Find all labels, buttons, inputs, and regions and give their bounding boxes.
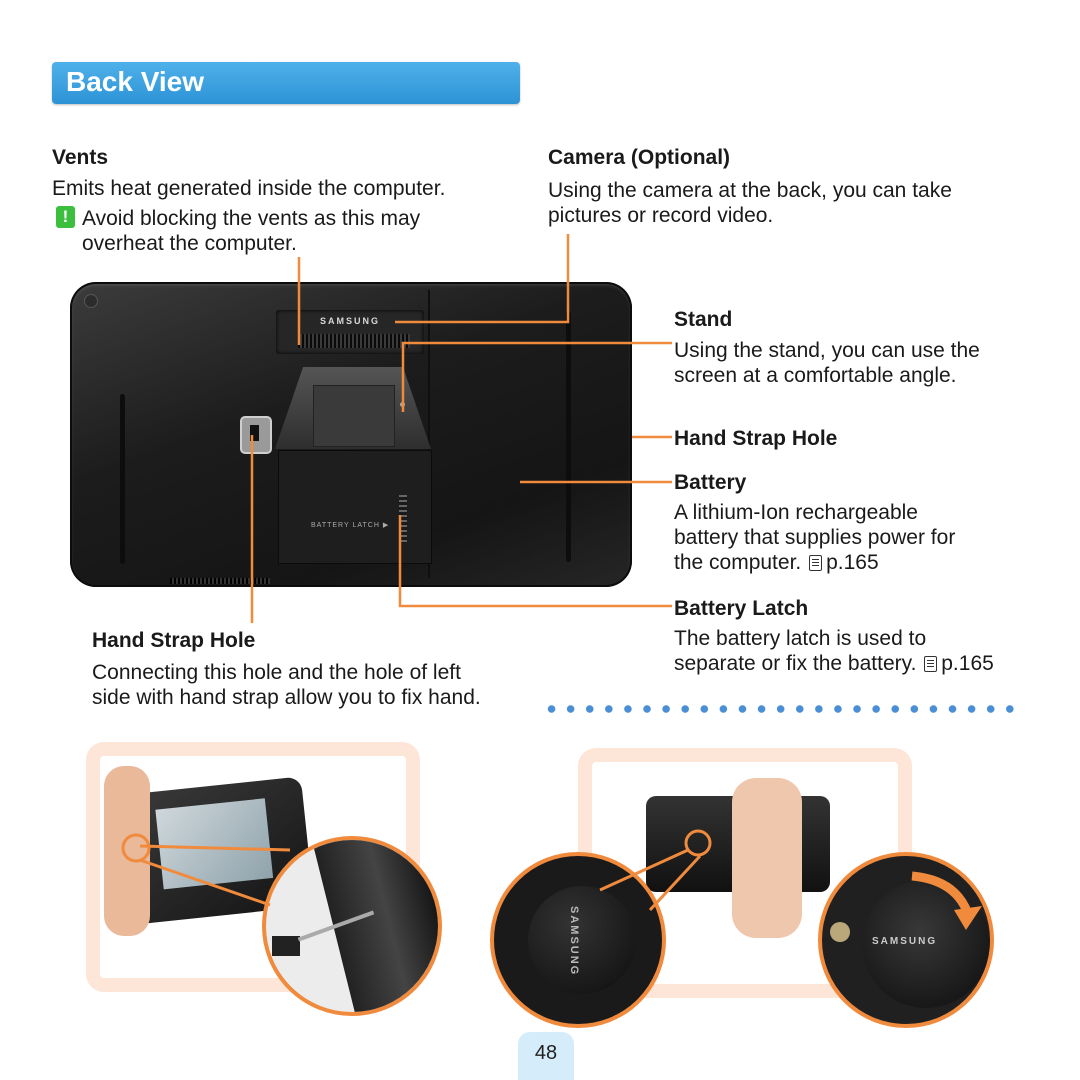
strap-cap-icon: SAMSUNG (528, 886, 636, 994)
step-1-zoom (262, 836, 442, 1016)
hand-strap-photo (578, 748, 912, 998)
camera-desc-line1: Using the camera at the back, you can ta… (548, 179, 952, 202)
vents-note-line1: Avoid blocking the vents as this may (82, 207, 421, 230)
stand-desc-line1: Using the stand, you can use the (674, 339, 980, 362)
battery-latch-callout (398, 515, 672, 608)
vents-title: Vents (52, 146, 109, 169)
vent-area: SAMSUNG (276, 310, 424, 354)
device-back-view: SAMSUNG BATTERY LATCH ▶ (70, 282, 632, 587)
battery-latch-switch[interactable] (399, 495, 407, 543)
section-title: Back View (66, 66, 205, 97)
hand-strap-hole-right-title: Hand Strap Hole (674, 427, 838, 450)
stand-callout (401, 341, 672, 412)
battery-desc-line3: the computer. (674, 551, 802, 574)
section-title-banner: Back View (52, 62, 520, 104)
battery-latch-title: Battery Latch (674, 597, 809, 620)
hand-photo (104, 766, 150, 936)
corner-screw-icon (84, 294, 98, 308)
stand (275, 367, 431, 449)
strap-cap-rotated-icon: SAMSUNG (862, 880, 990, 1008)
bottom-vent (170, 578, 270, 584)
step-2-zoom: SAMSUNG (490, 852, 666, 1028)
battery-latch-page-ref[interactable]: p.165 (941, 652, 994, 675)
stand-desc-line2: screen at a comfortable angle. (674, 364, 957, 387)
brand-label: SAMSUNG (320, 316, 381, 326)
zoom-source-ring (684, 829, 712, 857)
page-reference-icon (809, 555, 823, 571)
hand-strap-slot (250, 425, 259, 441)
vent-grille (298, 334, 410, 348)
warning-icon: ! (56, 206, 75, 228)
page-number-tab: 48 (518, 1032, 574, 1080)
page-number: 48 (534, 1042, 558, 1064)
battery-latch-desc-line1: The battery latch is used to (674, 627, 927, 650)
battery-desc-line3-row: the computer. p.165 (674, 550, 879, 575)
zoom-source-ring (121, 833, 151, 863)
zoom-line (139, 844, 291, 852)
screw-icon (830, 922, 850, 942)
battery-desc-line2: battery that supplies power for (674, 526, 956, 549)
stand-bracket (313, 385, 395, 447)
rotate-arrowhead-icon (954, 906, 982, 930)
hand-photo (732, 778, 802, 938)
left-groove (120, 394, 125, 564)
vents-desc: Emits heat generated inside the computer… (52, 177, 446, 200)
panel-seam (428, 290, 430, 578)
camera-desc-line2: pictures or record video. (548, 204, 774, 227)
hand-strap-hole-icon (240, 416, 272, 454)
stand-title: Stand (674, 308, 733, 331)
battery-desc-line1: A lithium-Ion rechargeable (674, 501, 918, 524)
camera-title: Camera (Optional) (548, 146, 731, 169)
battery-latch-label: BATTERY LATCH ▶ (311, 522, 390, 529)
battery-title: Battery (674, 471, 747, 494)
rotate-arrow-icon (911, 871, 973, 916)
dotted-separator (542, 703, 1020, 715)
zoom-line (599, 848, 689, 892)
zoom-line (648, 854, 702, 912)
hand-strap-left-desc-line2: side with hand strap allow you to fix ha… (92, 686, 481, 709)
battery-latch-desc-line2: separate or fix the battery. (674, 652, 917, 675)
vents-note-line2: overheat the computer. (82, 232, 297, 255)
battery-page-ref[interactable]: p.165 (826, 551, 879, 574)
hand-strap-hole-left-title: Hand Strap Hole (92, 629, 256, 652)
battery-latch-desc-line2-row: separate or fix the battery. p.165 (674, 651, 994, 676)
page-reference-icon (924, 656, 938, 672)
right-groove (566, 312, 571, 562)
hand-strap-left-desc-line1: Connecting this hole and the hole of lef… (92, 661, 461, 684)
step-3-zoom: SAMSUNG (818, 852, 994, 1028)
cap-brand-label: SAMSUNG (872, 936, 938, 947)
cap-brand-label: SAMSUNG (568, 906, 580, 977)
strap-clip-icon (272, 936, 300, 956)
battery-cover: BATTERY LATCH ▶ (278, 450, 432, 564)
zoom-line (139, 858, 271, 907)
camera-callout (395, 234, 570, 324)
